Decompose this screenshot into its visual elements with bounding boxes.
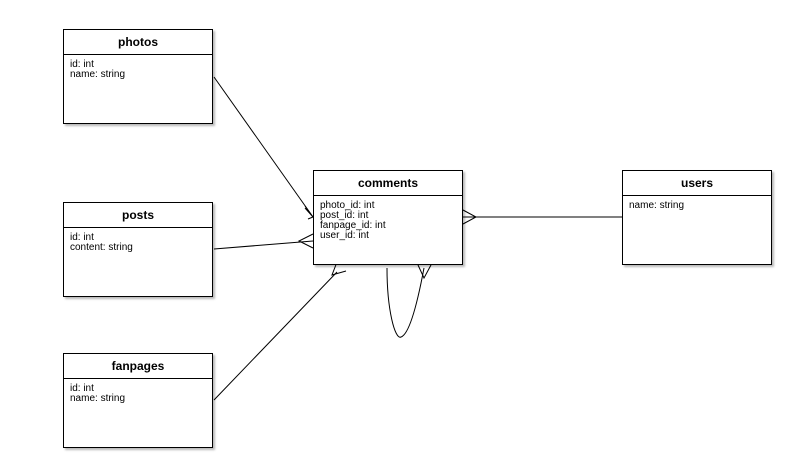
entity-users[interactable]: users name: string (622, 170, 772, 265)
entity-comments[interactable]: comments photo_id: int post_id: int fanp… (313, 170, 463, 265)
field-row: photo_id: int (320, 200, 375, 211)
entity-title: fanpages (64, 354, 212, 379)
entity-photos[interactable]: photos id: int name: string (63, 29, 213, 124)
entity-fields: photo_id: int post_id: int fanpage_id: i… (314, 196, 462, 241)
crows-foot-many-icon (462, 209, 478, 225)
connector-line (386, 267, 425, 338)
entity-posts[interactable]: posts id: int content: string (63, 202, 213, 297)
connector-users-comments[interactable] (462, 209, 622, 225)
connector-line (213, 76, 314, 218)
field-row: name: string (629, 200, 685, 211)
field-row: id: int (70, 383, 94, 394)
connector-photos-comments[interactable] (213, 76, 314, 220)
field-row: id: int (70, 232, 94, 243)
field-row: name: string (70, 393, 126, 404)
connector-fanpages-comments[interactable] (213, 261, 347, 401)
field-row: fanpage_id: int (320, 220, 386, 231)
connector-posts-comments[interactable] (213, 233, 314, 250)
field-row: content: string (70, 242, 133, 253)
entity-fields: id: int content: string (64, 228, 212, 253)
entity-title: posts (64, 203, 212, 228)
field-row: post_id: int (320, 210, 369, 221)
connector-line (213, 271, 338, 401)
entity-title: photos (64, 30, 212, 55)
field-row: user_id: int (320, 230, 369, 241)
field-row: name: string (70, 69, 126, 80)
entity-fields: id: int name: string (64, 55, 212, 80)
entity-fanpages[interactable]: fanpages id: int name: string (63, 353, 213, 448)
crows-foot-many-icon (304, 205, 314, 220)
field-row: id: int (70, 59, 94, 70)
crows-foot-many-icon (297, 233, 314, 249)
connector-line (213, 240, 314, 250)
entity-fields: id: int name: string (64, 379, 212, 404)
entity-title: comments (314, 171, 462, 196)
entity-fields: name: string (623, 196, 771, 211)
crows-foot-many-icon (417, 264, 432, 280)
entity-title: users (623, 171, 771, 196)
connector-comments-self[interactable] (386, 264, 432, 338)
